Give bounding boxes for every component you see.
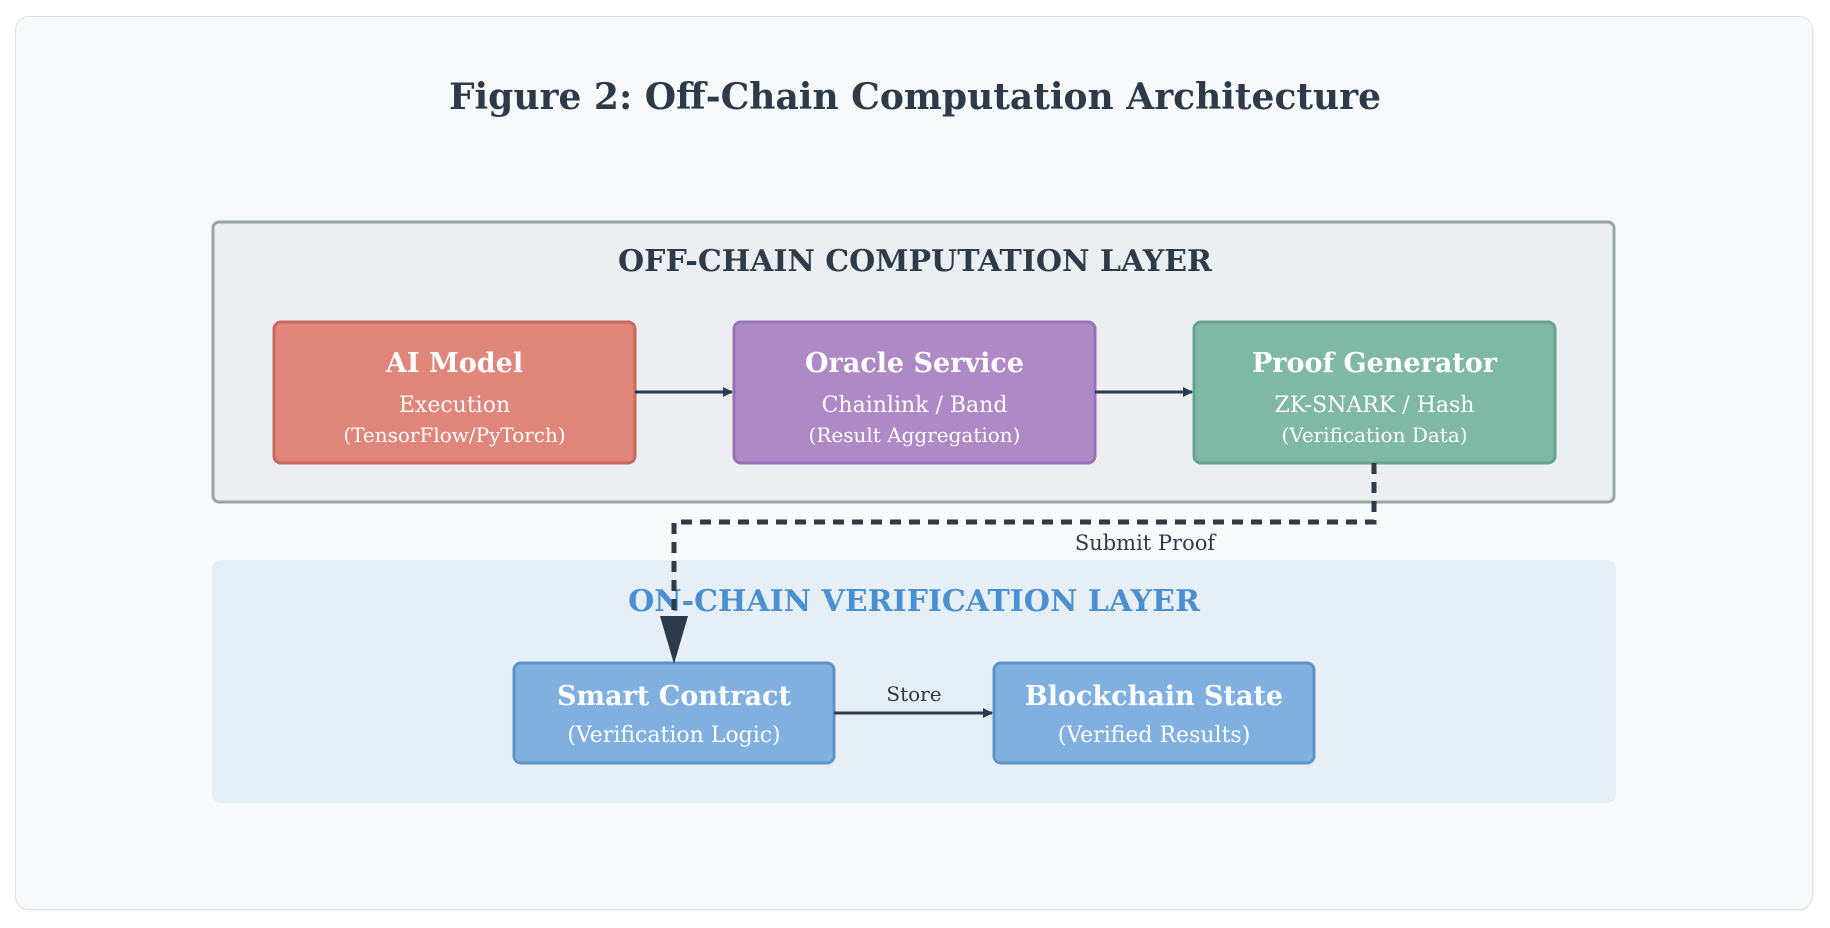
- node-detail: (TensorFlow/PyTorch): [343, 423, 565, 447]
- node-subtitle: (Verified Results): [1058, 723, 1251, 748]
- node-subtitle: Chainlink / Band: [822, 393, 1008, 418]
- node-title: AI Model: [385, 348, 523, 379]
- node-blockchain-state: Blockchain State (Verified Results): [992, 661, 1316, 765]
- submit-proof-label: Submit Proof: [1075, 531, 1218, 555]
- submit-proof-path: [671, 463, 1377, 630]
- submit-proof-connector: Submit Proof: [660, 463, 1377, 664]
- node-smart-contract: Smart Contract (Verification Logic): [512, 661, 836, 765]
- onchain-layer-title: ON-CHAIN VERIFICATION LAYER: [628, 584, 1201, 619]
- node-title: Oracle Service: [805, 348, 1024, 379]
- node-oracle-service: Oracle Service Chainlink / Band (Result …: [732, 320, 1097, 465]
- node-subtitle: (Verification Logic): [567, 723, 780, 748]
- node-ai-model: AI Model Execution (TensorFlow/PyTorch): [272, 320, 637, 465]
- store-label: Store: [886, 682, 941, 706]
- submit-proof-arrowhead: [660, 616, 688, 664]
- node-proof-generator: Proof Generator ZK-SNARK / Hash (Verific…: [1192, 320, 1557, 465]
- node-detail: (Verification Data): [1281, 423, 1467, 447]
- node-subtitle: Execution: [399, 393, 510, 418]
- figure-title: Figure 2: Off-Chain Computation Architec…: [449, 76, 1381, 118]
- offchain-layer-title: OFF-CHAIN COMPUTATION LAYER: [618, 244, 1213, 279]
- node-subtitle: ZK-SNARK / Hash: [1275, 393, 1475, 418]
- node-detail: (Result Aggregation): [809, 423, 1021, 447]
- node-title: Smart Contract: [557, 681, 791, 712]
- onchain-layer: ON-CHAIN VERIFICATION LAYER Smart Contra…: [212, 560, 1616, 803]
- offchain-layer: OFF-CHAIN COMPUTATION LAYER AI Model Exe…: [211, 220, 1616, 504]
- node-title: Blockchain State: [1025, 681, 1283, 712]
- node-title: Proof Generator: [1252, 348, 1498, 379]
